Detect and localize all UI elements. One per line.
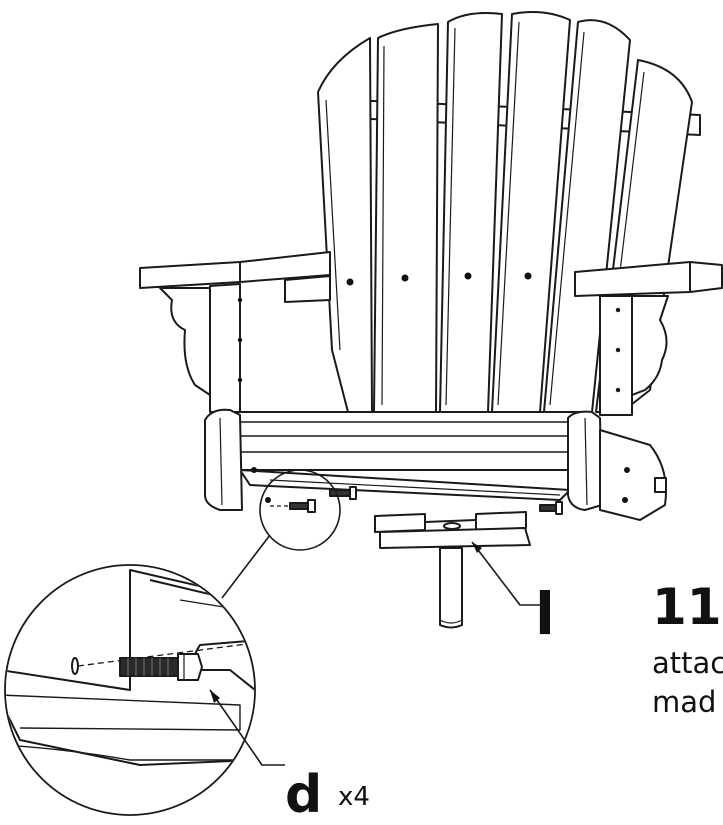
slat-4 (491, 11, 571, 413)
part-label-d: d (285, 765, 323, 825)
bolt-detail-thread (119, 657, 179, 677)
part-label-l: l (535, 580, 555, 648)
step-number: 11. (652, 578, 723, 636)
part-quantity-d: x4 (338, 782, 370, 812)
right-armrest (574, 261, 723, 416)
screw-hole (524, 272, 532, 280)
screw-hole (401, 274, 409, 282)
slat-3 (439, 12, 503, 413)
instruction-line-1: attac (652, 646, 723, 680)
backrest-slats (317, 11, 693, 413)
leader-line-d (209, 689, 285, 766)
bolt-right (539, 501, 563, 515)
seat-front-rail (221, 411, 586, 501)
bolt-left (270, 499, 316, 513)
bolt-detail-head (177, 653, 203, 681)
leader-line-l (471, 541, 545, 606)
left-side-block (204, 408, 271, 511)
slat-5 (543, 19, 631, 413)
swivel-bracket (374, 511, 531, 629)
left-armrest (139, 251, 331, 413)
screw-hole (346, 278, 354, 286)
screw-hole (464, 272, 472, 280)
detail-callout (4, 469, 341, 816)
slat-2 (373, 23, 439, 413)
right-side-block (567, 410, 667, 521)
instruction-line-2: mad (652, 685, 717, 719)
slat-1 (317, 37, 373, 413)
